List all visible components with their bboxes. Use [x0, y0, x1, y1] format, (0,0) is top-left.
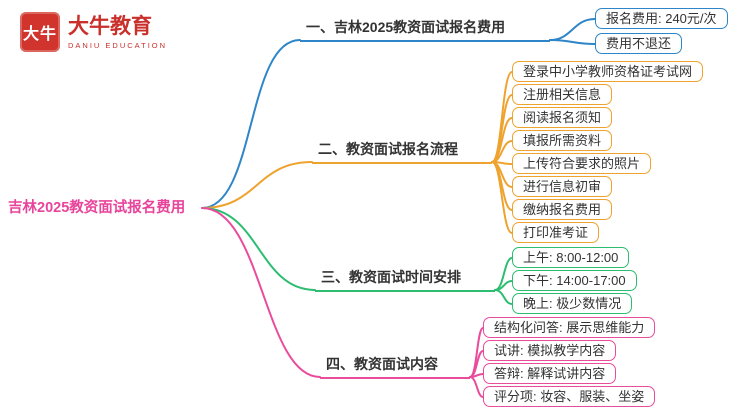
branch-2-child-3: 阅读报名须知	[512, 107, 613, 128]
connector-root-branch4	[201, 207, 321, 378]
branch-2-child-1: 登录中小学教师资格证考试网	[512, 61, 704, 82]
connector-b3-c2	[494, 280, 513, 291]
branch-2-child-2: 注册相关信息	[512, 84, 613, 105]
branch-4-child-3: 答辩: 解释试讲内容	[483, 363, 617, 384]
connector-b3-c3	[494, 289, 513, 305]
branch-1-label: 一、吉林2025教资面试报名费用	[300, 17, 550, 42]
branch-4-child-4: 评分项: 妆容、服装、坐姿	[483, 386, 656, 407]
branch-2-label: 二、教资面试报名流程	[312, 139, 492, 164]
branch-1-child-1: 报名费用: 240元/次	[595, 8, 728, 29]
branch-2-child-5: 上传符合要求的照片	[512, 153, 652, 174]
connector-b1-c1	[549, 18, 596, 41]
branch-4-child-1: 结构化问答: 展示思维能力	[483, 317, 656, 338]
connector-b2-c1	[491, 71, 513, 163]
branch-2-child-6: 进行信息初审	[512, 176, 613, 197]
branch-2-child-8: 打印准考证	[512, 222, 600, 243]
logo: 大牛 大牛教育 DANIU EDUCATION	[20, 12, 167, 52]
logo-seal: 大牛	[20, 12, 60, 52]
branch-2-child-4: 填报所需资料	[512, 130, 613, 151]
brand-name: 大牛教育	[68, 14, 152, 38]
branch-4-label: 四、教资面试内容	[320, 354, 470, 379]
branch-2-child-7: 缴纳报名费用	[512, 199, 613, 220]
connector-b1-c2	[549, 39, 596, 45]
connector-b4-c4	[469, 376, 484, 398]
connector-root-branch1	[201, 39, 301, 209]
brand-subtitle: DANIU EDUCATION	[68, 40, 168, 50]
logo-text: 大牛教育 DANIU EDUCATION	[68, 15, 167, 50]
connector-root-branch2	[201, 161, 313, 209]
root-node: 吉林2025教资面试报名费用	[8, 200, 186, 216]
branch-3-label: 三、教资面试时间安排	[315, 267, 495, 292]
connector-b2-c8	[491, 161, 513, 234]
branch-1-child-2: 费用不退还	[595, 33, 683, 54]
logo-seal-chars: 大牛	[22, 26, 57, 43]
branch-3-child-1: 上午: 8:00-12:00	[512, 247, 630, 268]
branch-3-child-2: 下午: 14:00-17:00	[512, 270, 637, 291]
connector-root-branch3	[201, 207, 316, 291]
branch-3-child-3: 晚上: 极少数情况	[512, 293, 633, 314]
branch-4-child-2: 试讲: 模拟教学内容	[483, 340, 617, 361]
